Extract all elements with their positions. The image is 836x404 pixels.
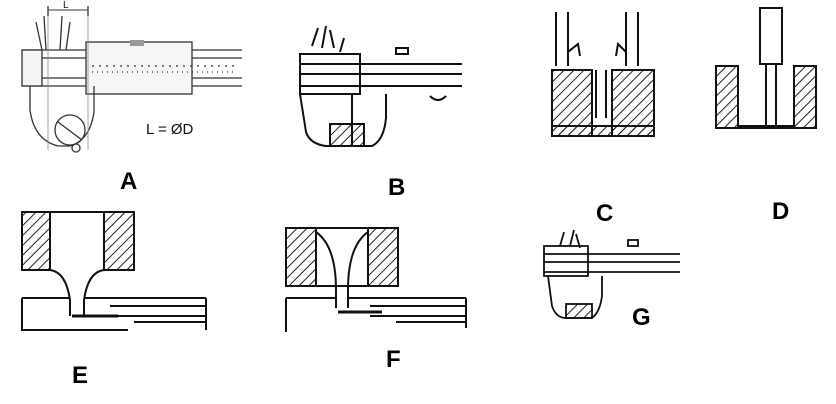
panel-b-label: B (388, 174, 406, 201)
panel-g-label: G (632, 304, 651, 331)
panel-a-dimension-label: L (63, 0, 69, 11)
panel-g-drawing (543, 229, 680, 319)
panel-e-drawing (21, 211, 207, 331)
panel-c-label: C (596, 200, 614, 227)
panel-a-drawing (21, 6, 242, 153)
panel-c-drawing (551, 12, 655, 137)
panel-e-label: E (72, 362, 89, 389)
panel-f-label: F (386, 346, 401, 373)
panel-a-formula: L = ØD (146, 121, 194, 138)
panel-b-drawing (299, 25, 462, 147)
panel-a-label: A (120, 168, 138, 195)
panel-d-drawing (715, 7, 817, 129)
panel-f-drawing (285, 227, 467, 332)
panel-d-label: D (772, 198, 790, 225)
